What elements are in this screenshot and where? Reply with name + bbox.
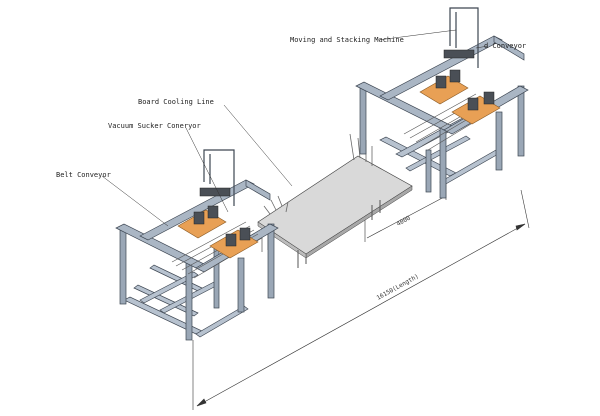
overall-length-label: 16150(Length) [376, 273, 420, 302]
board-cooling-leader [223, 104, 293, 187]
left-stacking-machine [115, 149, 279, 341]
vacuum-sucker-label: Vacuum Sucker Coneryor [108, 122, 201, 130]
overall-length-dimension [192, 189, 530, 410]
moving-stacking-leader [377, 29, 457, 41]
moving-stacking-label: Moving and Stacking Machine [290, 36, 404, 44]
belt-conveyor-left-label: Belt Conveyor [56, 171, 111, 179]
vacuum-sucker-leader [185, 127, 229, 213]
belt-conveyor-right-label: d Conveyor [484, 42, 526, 50]
board-cooling-label: Board Cooling Line [138, 98, 214, 106]
belt-conveyor-left-leader [101, 175, 169, 227]
gap-label: 4000 [396, 214, 412, 227]
belt-conveyor-right-leader [475, 45, 489, 49]
board-cooling-line [257, 133, 413, 268]
right-stacking-machine [355, 7, 529, 199]
